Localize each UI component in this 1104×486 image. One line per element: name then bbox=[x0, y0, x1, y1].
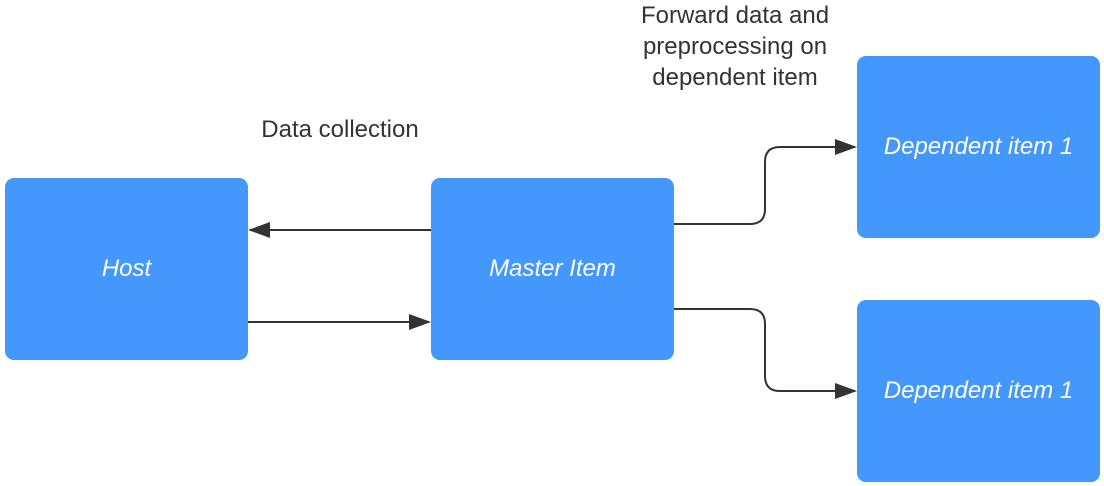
data-collection-label: Data collection bbox=[240, 114, 440, 145]
dependent-item-node-bottom-label: Dependent item 1 bbox=[883, 377, 1074, 404]
forward-data-label-line-2: preprocessing on bbox=[642, 33, 828, 60]
forward-data-label-line-3: dependent item bbox=[652, 64, 818, 91]
dependent-item-node-top-label: Dependent item 1 bbox=[883, 133, 1074, 160]
master-item-node-label: Master Item bbox=[489, 255, 616, 282]
data-collection-label-text: Data collection bbox=[261, 116, 419, 143]
dependent-item-node-bottom: Dependent item 1 bbox=[857, 300, 1100, 482]
forward-data-label: Forward data and preprocessing on depend… bbox=[600, 0, 870, 93]
host-node: Host bbox=[5, 178, 248, 360]
host-node-label: Host bbox=[101, 255, 152, 282]
forward-data-label-line-1: Forward data and bbox=[640, 2, 830, 29]
edge-master-to-dependent-2 bbox=[674, 308, 857, 399]
master-item-node: Master Item bbox=[431, 178, 674, 360]
edge-master-to-dependent-1 bbox=[674, 139, 857, 225]
dependent-item-node-top: Dependent item 1 bbox=[857, 56, 1100, 238]
